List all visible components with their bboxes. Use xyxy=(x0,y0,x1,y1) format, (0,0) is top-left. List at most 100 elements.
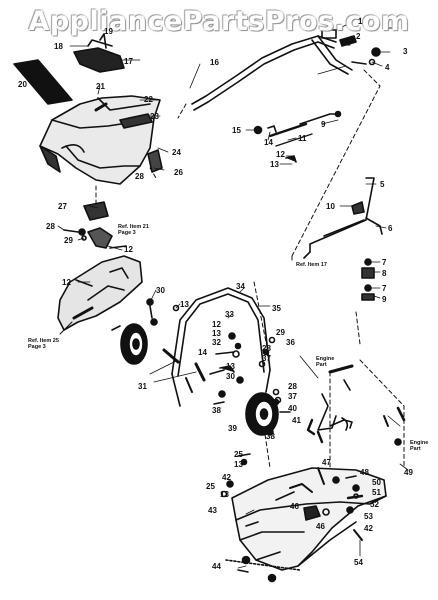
callout-18: 18 xyxy=(54,42,63,51)
engine-bolts xyxy=(328,364,406,446)
callout-12-left: 12 xyxy=(62,278,71,287)
mower-deck xyxy=(231,467,387,571)
callout-12-mid: 12 xyxy=(124,245,133,254)
callout-33: 33 xyxy=(225,310,234,319)
callout-34: 34 xyxy=(236,282,245,291)
callout-5: 5 xyxy=(380,180,385,189)
callout-25: 25 xyxy=(234,450,243,459)
deck-skirt xyxy=(225,555,301,583)
callout-26: 26 xyxy=(174,168,183,177)
callout-43: 43 xyxy=(208,506,217,515)
callout-47: 47 xyxy=(322,458,331,467)
axle-pins xyxy=(162,348,206,393)
callout-40: 40 xyxy=(288,404,297,413)
callout-46-b: 46 xyxy=(316,522,325,531)
callout-22: 22 xyxy=(144,95,153,104)
callout-30: 30 xyxy=(156,286,165,295)
callout-48: 48 xyxy=(360,468,369,477)
callout-2: 2 xyxy=(356,32,361,41)
callout-30-b: 30 xyxy=(226,372,235,381)
lower-fasteners xyxy=(209,369,244,405)
callout-28: 28 xyxy=(46,222,55,231)
callout-41: 41 xyxy=(292,416,301,425)
frame-hardware xyxy=(146,298,180,319)
callout-12: 12 xyxy=(212,320,221,329)
callout-12-top: 12 xyxy=(276,150,285,159)
callout-42-b: 42 xyxy=(364,524,373,533)
callout-37: 37 xyxy=(288,392,297,401)
callout-35: 35 xyxy=(272,304,281,313)
callout-50: 50 xyxy=(372,478,381,487)
callout-7b: 7 xyxy=(382,284,387,293)
callout-14: 14 xyxy=(198,348,207,357)
callout-4: 4 xyxy=(385,63,390,72)
callout-13-d: 13 xyxy=(234,460,243,469)
callout-13-top: 13 xyxy=(270,160,279,169)
callout-51: 51 xyxy=(372,488,381,497)
hinge-bracket xyxy=(63,201,109,241)
callout-13-c: 13 xyxy=(226,362,235,371)
callout-6: 6 xyxy=(388,224,393,233)
callout-8: 8 xyxy=(382,269,387,278)
callout-36: 36 xyxy=(286,338,295,347)
callout-27: 27 xyxy=(58,202,67,211)
callout-23: 23 xyxy=(150,112,159,121)
spring-stack xyxy=(361,258,375,301)
deck-left-fittings xyxy=(220,453,251,498)
callout-52: 52 xyxy=(370,500,379,509)
callout-21: 21 xyxy=(96,82,105,91)
bag-rod xyxy=(13,59,73,105)
callout-26a: 28 xyxy=(135,172,144,181)
callout-24: 24 xyxy=(172,148,181,157)
callout-37-mid: 37 xyxy=(262,354,271,363)
callout-7a: 7 xyxy=(382,258,387,267)
handle-crossbar xyxy=(268,110,342,163)
leader-lines xyxy=(31,21,409,569)
watermark: AppliancePartsPros.com xyxy=(28,6,410,37)
control-rod xyxy=(303,177,383,259)
callout-54: 54 xyxy=(354,558,363,567)
deck-right-fittings xyxy=(317,467,363,541)
callout-9: 9 xyxy=(382,295,387,304)
callout-1: 1 xyxy=(358,17,363,26)
rear-housing xyxy=(39,95,163,185)
callout-10: 10 xyxy=(326,202,335,211)
callout-53: 53 xyxy=(364,512,373,521)
callout-38: 38 xyxy=(212,406,221,415)
callout-38-b: 38 xyxy=(266,432,275,441)
callout-46-a: 46 xyxy=(290,502,299,511)
callout-39: 39 xyxy=(228,424,237,433)
callout-20: 20 xyxy=(18,80,27,89)
callout-9-top: 9 xyxy=(321,120,326,129)
side-plate xyxy=(57,255,143,335)
blade-adapter xyxy=(306,393,353,444)
callout-49: 49 xyxy=(404,468,413,477)
callout-3: 3 xyxy=(403,47,408,56)
callout-13: 13 xyxy=(180,300,189,309)
callout-14: 14 xyxy=(264,138,273,147)
callout-32: 32 xyxy=(212,338,221,347)
callout-11: 11 xyxy=(298,134,307,143)
upper-handle xyxy=(191,35,353,111)
callout-29: 29 xyxy=(64,236,73,245)
callout-28-low: 28 xyxy=(288,382,297,391)
callout-25-b: 25 xyxy=(206,482,215,491)
bag-clips xyxy=(73,33,125,73)
right-wheel xyxy=(245,392,291,436)
callout-16: 16 xyxy=(210,58,219,67)
left-wheel xyxy=(111,318,158,365)
callout-28-mid: 28 xyxy=(262,344,271,353)
callout-42: 42 xyxy=(222,473,231,482)
callout-15: 15 xyxy=(232,126,241,135)
callout-19: 19 xyxy=(104,27,113,36)
ref-item-17-note: Ref. Item 17 xyxy=(296,262,327,268)
center-hardware xyxy=(215,332,242,373)
callout-29-mid: 29 xyxy=(276,328,285,337)
callout-13-b: 13 xyxy=(212,329,221,338)
callout-17: 17 xyxy=(124,57,133,66)
